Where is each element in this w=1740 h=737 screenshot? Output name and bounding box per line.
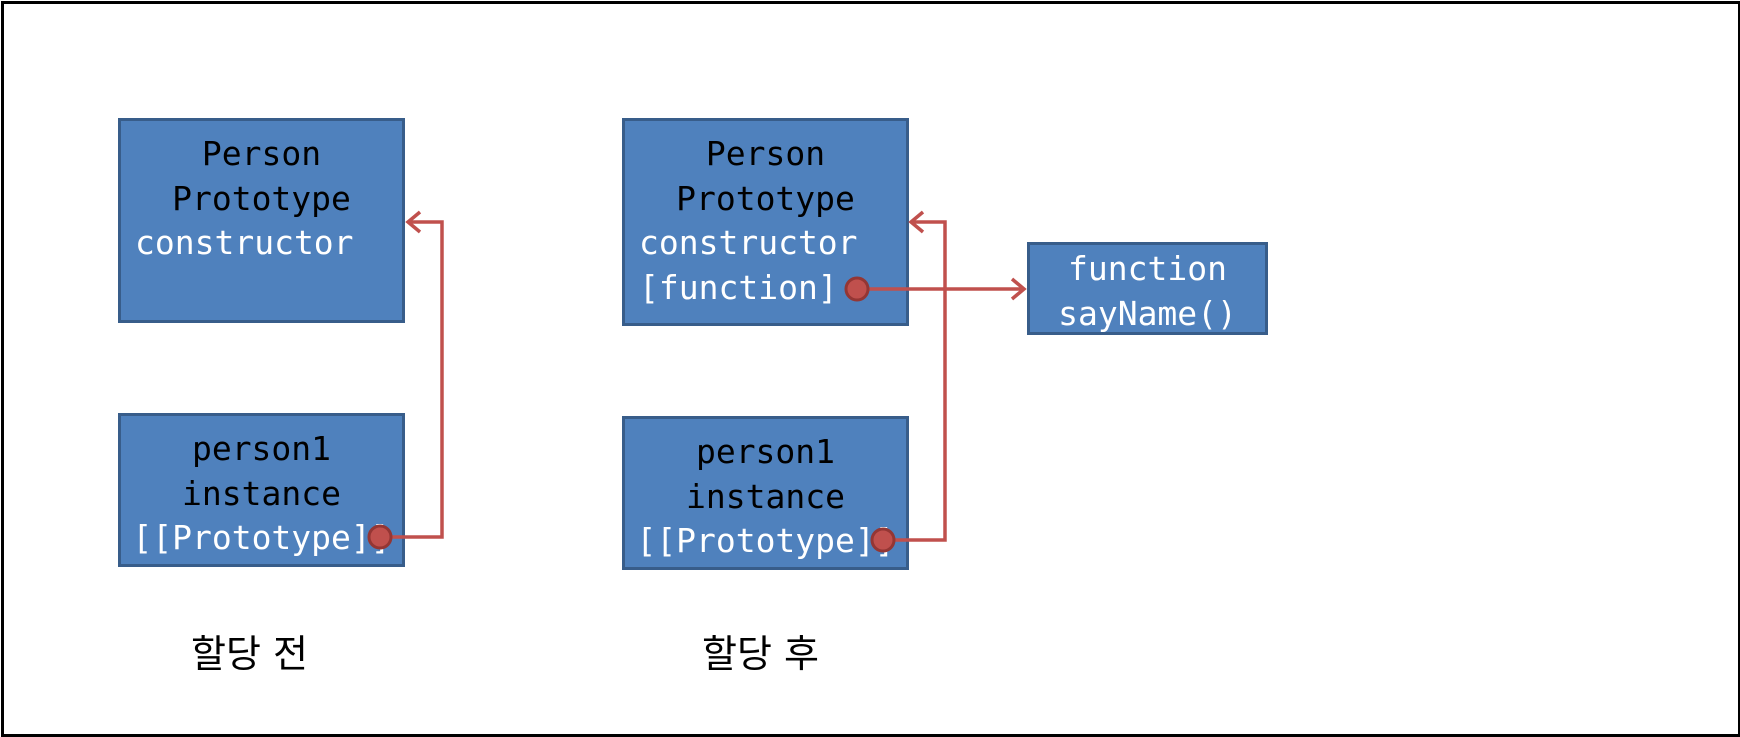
- after-constructor-label: constructor: [639, 223, 858, 262]
- after-instance-label: instance: [686, 476, 845, 516]
- before-prototype-pointer-label: [[Prototype]]: [132, 518, 391, 557]
- after-prototype-pointer-label: [[Prototype]]: [636, 521, 895, 560]
- before-instance-box: person1 instance [[Prototype]]: [118, 413, 405, 567]
- function-sayname-box: function sayName(): [1027, 242, 1268, 335]
- after-prototype-name: Person: [705, 134, 826, 173]
- after-prototype-box: Person Prototype constructor [function]: [622, 118, 909, 326]
- before-caption: 할당 전: [191, 632, 308, 676]
- after-instance-name: person1: [695, 432, 836, 471]
- before-constructor-label: constructor: [135, 223, 354, 262]
- after-instance-box: person1 instance [[Prototype]]: [622, 416, 909, 570]
- after-caption: 할당 후: [702, 632, 819, 676]
- before-instance-label: instance: [182, 473, 341, 513]
- after-function-pointer-label: [function]: [639, 267, 838, 307]
- before-instance-name: person1: [191, 429, 332, 468]
- before-prototype-box: Person Prototype constructor: [118, 118, 405, 323]
- after-prototype-label: Prototype: [676, 178, 855, 218]
- function-keyword-label: function: [1068, 249, 1227, 288]
- function-name-label: sayName(): [1058, 293, 1237, 333]
- before-prototype-name: Person: [201, 134, 322, 173]
- before-prototype-label: Prototype: [172, 178, 351, 218]
